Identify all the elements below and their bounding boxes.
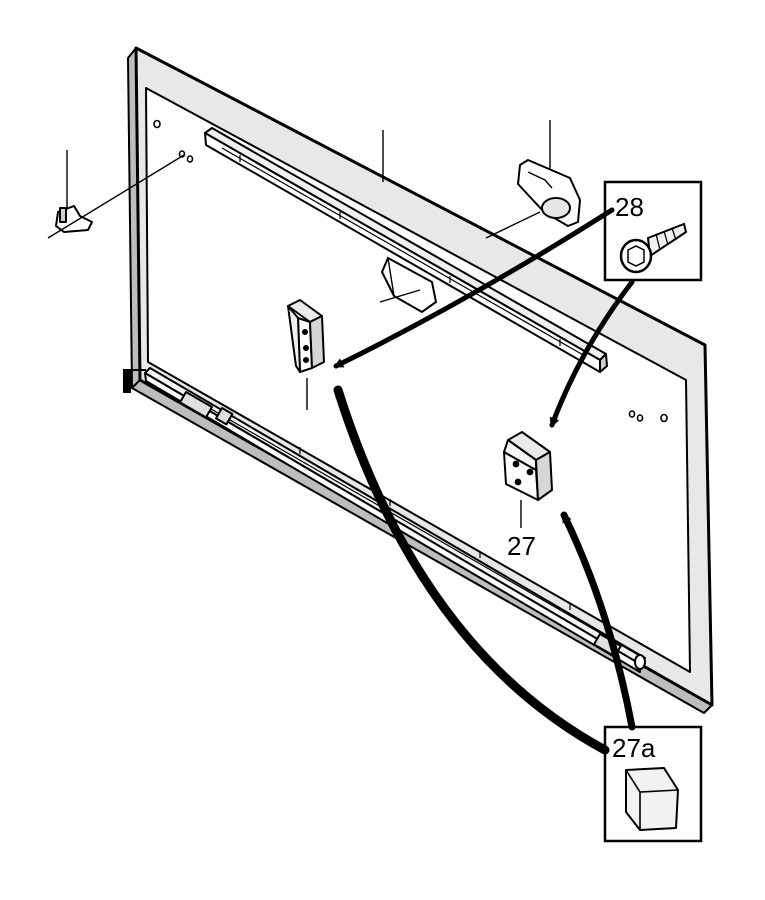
callout-box-28: 28 xyxy=(603,180,703,282)
left-bracket xyxy=(287,299,325,373)
bracket-27 xyxy=(503,431,553,501)
arrow-28-to-bracket-27 xyxy=(549,279,635,428)
adhesive-pad-icon xyxy=(625,767,679,831)
callout-box-27a: 27a xyxy=(603,725,703,843)
top-clip-cap xyxy=(485,120,581,239)
arrow-27a-to-bracket-27 xyxy=(560,511,636,731)
left-end-stop xyxy=(123,369,146,393)
screw-icon xyxy=(619,222,688,274)
part-label-27: 27 xyxy=(507,531,536,561)
callout-label-28: 28 xyxy=(615,192,644,222)
callout-label-27a: 27a xyxy=(612,733,656,763)
leader-lines xyxy=(306,130,522,528)
panel-face xyxy=(145,87,691,673)
grip-cutout xyxy=(379,256,438,314)
arrow-28-to-left-bracket xyxy=(333,207,615,369)
top-rail xyxy=(204,127,608,373)
left-hinge-clip xyxy=(47,150,185,239)
assembly-arrows xyxy=(333,207,636,755)
arrow-27a-to-left-bracket xyxy=(333,385,610,755)
